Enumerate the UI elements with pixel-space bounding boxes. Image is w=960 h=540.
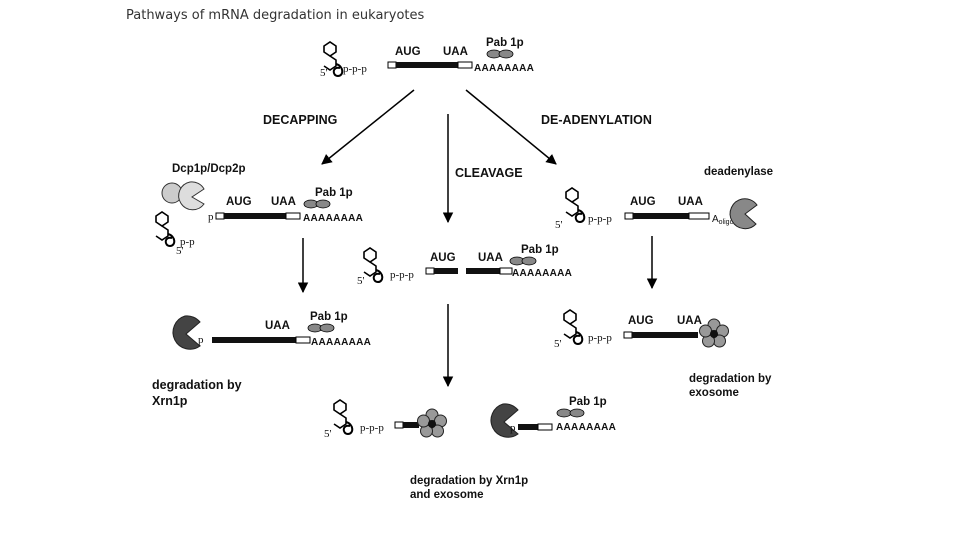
five-prime-label: 5' — [324, 428, 332, 440]
five-prime-label: 5' — [554, 338, 562, 350]
cleavage-label: CLEAVAGE — [455, 166, 523, 180]
aug-label: AUG — [430, 252, 456, 264]
aug-label: AUG — [226, 196, 252, 208]
poly-a-tail: AAAAAAAA — [303, 213, 363, 224]
xrn1-enzyme-icon — [490, 403, 519, 438]
poly-a-tail: AAAAAAAA — [474, 63, 534, 74]
aug-label: AUG — [395, 46, 421, 58]
aug-label: AUG — [630, 196, 656, 208]
five-prime-label: 5' — [357, 275, 365, 287]
page-title: Pathways of mRNA degradation in eukaryot… — [126, 8, 425, 23]
cap-phosphates: p-p-p — [588, 213, 612, 225]
cap-phosphates: p-p-p — [360, 422, 384, 434]
outcome-both-line2: and exosome — [410, 489, 484, 501]
xrn1-enzyme-icon — [172, 315, 201, 350]
deadenylation-label: DE-ADENYLATION — [541, 113, 652, 127]
cap-icon — [563, 309, 584, 346]
poly-a-tail: AAAAAAAA — [556, 422, 616, 433]
pab1p-label: Pab 1p — [521, 244, 559, 256]
cap-icon — [565, 187, 586, 224]
uaa-label: UAA — [677, 315, 702, 327]
uaa-label: UAA — [478, 252, 503, 264]
cap-phosphates: p-p-p — [588, 332, 612, 344]
exosome-icon — [417, 408, 447, 438]
cap-icon — [333, 399, 354, 436]
poly-a-tail: AAAAAAAA — [512, 268, 572, 279]
cap-icon — [323, 41, 344, 78]
outcome-exosome-line2: exosome — [689, 387, 739, 399]
uaa-label: UAA — [678, 196, 703, 208]
five-prime-fragment: 5' p-p-p — [324, 399, 447, 440]
monophosphate-label: p — [198, 334, 204, 346]
deadenylated-mrna: 5' p-p-p AUG UAA Aoligo — [555, 187, 758, 231]
xrn1-degrading-mrna: p UAA Pab 1p AAAAAAAA — [172, 311, 371, 350]
pab1p-protein — [498, 49, 514, 59]
uaa-label: UAA — [443, 46, 468, 58]
cap-icon — [155, 211, 176, 248]
exosome-degrading-mrna: 5' p-p-p AUG UAA — [554, 309, 729, 350]
decapping-label: DECAPPING — [263, 113, 337, 127]
decapping-enzyme-label: Dcp1p/Dcp2p — [172, 163, 246, 175]
coding-region — [396, 62, 458, 68]
five-prime-label: 5' — [176, 245, 184, 257]
dcp-enzyme-icon — [161, 181, 205, 211]
poly-a-tail: AAAAAAAA — [311, 337, 371, 348]
exosome-icon — [699, 318, 729, 348]
outcome-xrn1-line2: Xrn1p — [152, 394, 188, 408]
uaa-label: UAA — [265, 320, 290, 332]
utr5 — [387, 61, 397, 69]
pab1p-label: Pab 1p — [315, 187, 353, 199]
cleaved-mrna: 5' p-p-p AUG UAA Pab 1p AAAAAAAA — [357, 244, 572, 287]
pab1p-label: Pab 1p — [310, 311, 348, 323]
utr3 — [457, 61, 473, 69]
intact-mrna: 5' p-p-p AUG UAA Pab 1p AAAAAAAA — [320, 37, 534, 79]
oligo-a-label: Aoligo — [712, 214, 734, 226]
pab1p-label: Pab 1p — [486, 37, 524, 49]
aug-label: AUG — [628, 315, 654, 327]
cap-icon — [363, 247, 384, 284]
three-prime-fragment: p Pab 1p AAAAAAAA — [490, 396, 616, 438]
outcome-both-line1: degradation by Xrn1p — [410, 475, 528, 487]
deadenylase-label: deadenylase — [704, 166, 773, 178]
five-prime-label: 5' — [320, 67, 328, 79]
decapping-arrow — [321, 89, 415, 165]
decapped-mrna: p AUG UAA Pab 1p AAAAAAAA — [208, 187, 363, 224]
outcome-exosome-line1: degradation by — [689, 373, 772, 385]
cap-phosphates: p-p-p — [343, 63, 367, 75]
outcome-xrn1-line1: degradation by — [152, 378, 242, 392]
deadenylase-enzyme-icon — [729, 198, 758, 230]
pab1p-label: Pab 1p — [569, 396, 607, 408]
five-prime-label: 5' — [555, 219, 563, 231]
deadenylation-arrow — [465, 89, 557, 165]
cap-phosphates: p-p-p — [390, 269, 414, 281]
monophosphate-label: p — [208, 211, 214, 223]
released-cap-phosphates: p-p — [180, 236, 195, 248]
monophosphate-label: p — [510, 422, 516, 434]
uaa-label: UAA — [271, 196, 296, 208]
